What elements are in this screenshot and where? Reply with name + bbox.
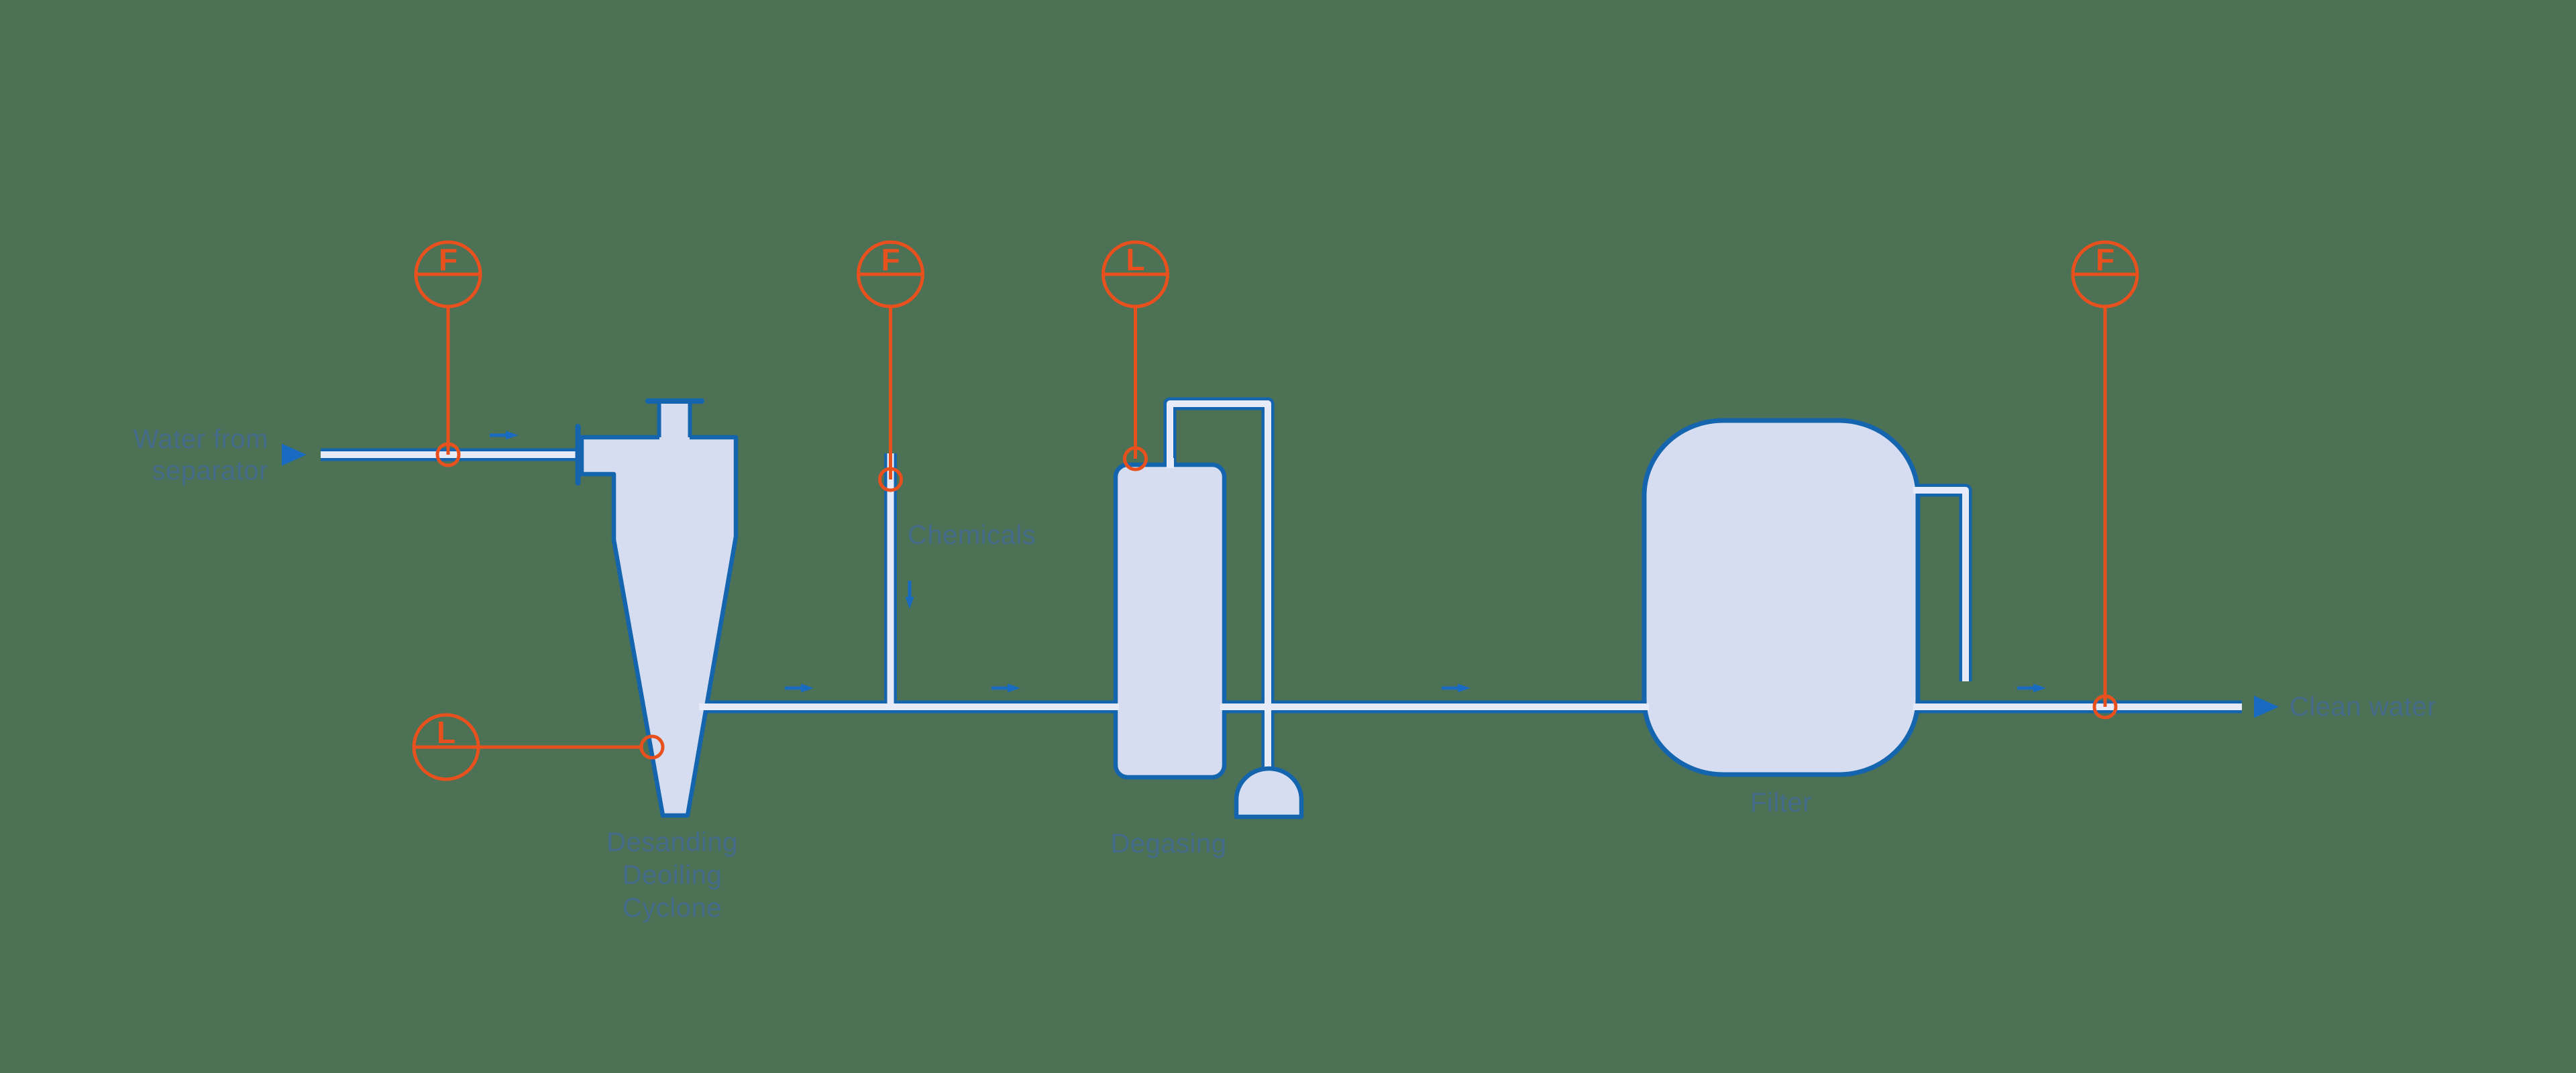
- clean-water-arrow-icon: [2254, 695, 2279, 718]
- filter-right-pipe-patch: [1913, 703, 1923, 710]
- connection-point-icon: [1123, 446, 1148, 471]
- instrument-letter: F: [881, 242, 900, 277]
- inlet-arrow-icon: [282, 443, 307, 466]
- degasing-top-pipe-patch: [1167, 458, 1174, 468]
- cyclone-label-line3: Cyclone: [623, 893, 722, 923]
- level-instrument-cyclone: L: [412, 713, 665, 781]
- flow-arrow-icon: [490, 431, 519, 440]
- flow-instrument-outlet: F: [2071, 240, 2139, 720]
- cyclone-outlet-patch: [699, 703, 711, 710]
- degasing-drain-hopper: [1234, 766, 1304, 820]
- flow-arrow-icon: [991, 683, 1020, 693]
- labels-layer: Water from separator Chemicals Desanding…: [133, 425, 2436, 923]
- flow-arrow-icon: [785, 683, 814, 693]
- cyclone-vessel: [575, 398, 739, 818]
- flow-arrows-layer: [282, 431, 2279, 718]
- instrument-letter: L: [1126, 242, 1144, 277]
- chemicals-flow-arrow-icon: [905, 581, 914, 609]
- degasing-right-pipe-patch: [1220, 703, 1230, 710]
- filter-left-pipe-patch: [1639, 703, 1649, 710]
- cyclone-label-line2: Deoiling: [623, 860, 722, 890]
- flow-instrument-inlet: F: [414, 240, 482, 467]
- level-instrument-degasing: L: [1102, 240, 1169, 471]
- flow-arrow-icon: [2017, 683, 2046, 693]
- connection-point-icon: [639, 734, 665, 760]
- filter-vessel: [1639, 418, 1923, 777]
- connection-point-icon: [2092, 694, 2118, 720]
- instrument-letter: F: [2096, 242, 2114, 277]
- flow-instrument-chemicals: F: [857, 240, 924, 492]
- degasing-label: Degasing: [1110, 829, 1226, 858]
- instruments-layer: F L F L F: [412, 240, 2139, 781]
- cyclone-body: [579, 435, 739, 818]
- clean-water-label: Clean water: [2290, 692, 2436, 722]
- cyclone-label-line1: Desanding: [606, 828, 738, 857]
- filter-standpipe-fill: [1912, 487, 1969, 681]
- cyclone-chimney: [659, 402, 690, 443]
- degasing-column: [1113, 462, 1227, 780]
- filter-tank: [1642, 418, 1921, 777]
- degasing-overflow-pipe-fill: [1167, 400, 1271, 773]
- instrument-letter: F: [439, 242, 458, 277]
- instrument-bubble-icon: [412, 713, 480, 781]
- connection-point-icon: [435, 442, 461, 467]
- filter-label: Filter: [1750, 788, 1812, 817]
- degasing-vessel: [1109, 458, 1304, 820]
- pipes-inner-layer: [321, 400, 2242, 773]
- chemicals-label: Chemicals: [908, 520, 1036, 550]
- inlet-label-line2: separator: [152, 456, 268, 486]
- filter-standpipe-patch: [1913, 487, 1923, 494]
- connection-point-icon: [878, 467, 903, 492]
- instrument-letter: L: [437, 715, 455, 750]
- degasing-left-pipe-patch: [1109, 703, 1119, 710]
- inlet-label-line1: Water from: [133, 425, 268, 454]
- flow-arrow-icon: [1442, 683, 1470, 693]
